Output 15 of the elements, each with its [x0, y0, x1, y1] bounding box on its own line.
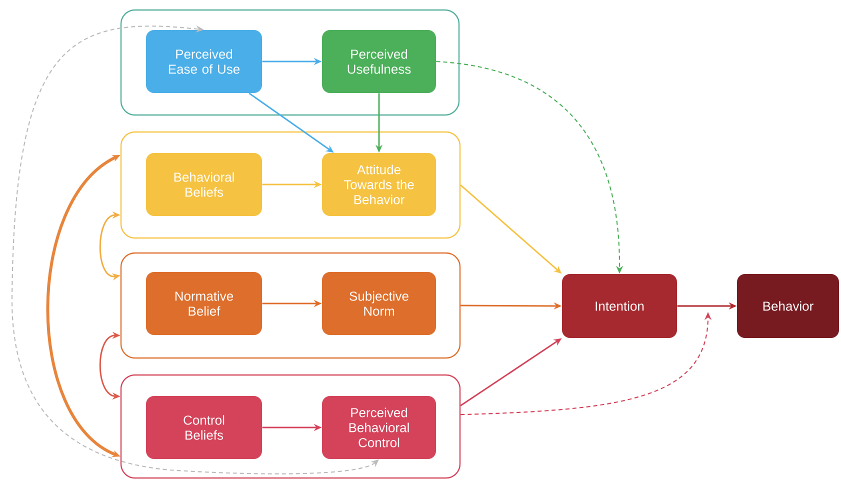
concept-box: Attitude Towards the Behavior: [322, 153, 436, 216]
group-box: [120, 374, 461, 479]
group-box: [120, 9, 460, 116]
group-box: [120, 131, 461, 239]
concept-box: Behavioral Beliefs: [146, 153, 262, 216]
concept-box: Behavior: [737, 274, 839, 338]
concept-box: Perceived Ease of Use: [146, 30, 262, 93]
concept-box: Subjective Norm: [322, 272, 436, 335]
concept-box: Intention: [562, 274, 677, 338]
concept-box: Control Beliefs: [146, 396, 262, 459]
arrow: [11, 25, 379, 474]
concept-box: Perceived Usefulness: [322, 30, 436, 93]
concept-box: Normative Belief: [146, 272, 262, 335]
concept-box: Perceived Behavioral Control: [322, 396, 436, 459]
group-box: [120, 252, 461, 359]
